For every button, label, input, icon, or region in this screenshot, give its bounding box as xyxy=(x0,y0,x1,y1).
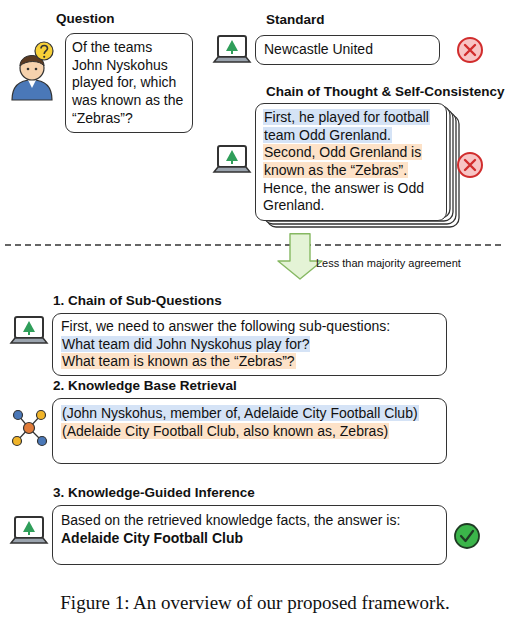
section-heading: 3. Knowledge-Guided Inference xyxy=(53,484,255,501)
body-text: Of the teams John Nyskohus played for, w… xyxy=(72,39,183,126)
text-box: 3. Knowledge-Guided InferenceBased on th… xyxy=(52,505,447,565)
body-text: Adelaide City Football Club xyxy=(61,530,243,546)
text-box: Chain of Thought & Self-ConsistencyFirst… xyxy=(255,103,447,221)
text-line: Second, Odd Grenland is known as the “Ze… xyxy=(263,144,439,179)
highlighted-text: What team is known as the “Zebras”? xyxy=(61,353,296,369)
highlighted-text: (John Nyskohus, member of, Adelaide City… xyxy=(61,405,419,421)
graph-icon xyxy=(13,411,47,446)
arrow-label: Less than majority agreement xyxy=(316,257,461,269)
laptop-icon xyxy=(11,317,47,343)
section-heading: Question xyxy=(56,10,115,27)
wrong-mark xyxy=(458,38,482,62)
text-box: 2. Knowledge Base Retrieval(John Nyskohu… xyxy=(52,398,447,464)
section-heading: Chain of Thought & Self-Consistency xyxy=(266,83,505,100)
text-line: Based on the retrieved knowledge facts, … xyxy=(61,512,438,530)
body-text: Newcastle United xyxy=(264,41,373,57)
body-text: First, we need to answer the following s… xyxy=(61,318,390,334)
person-icon xyxy=(12,42,53,100)
text-line: First, we need to answer the following s… xyxy=(61,318,438,336)
text-line: Adelaide City Football Club xyxy=(61,530,438,548)
laptop-icon xyxy=(214,146,250,172)
wrong-mark xyxy=(458,153,482,177)
text-line: Of the teams John Nyskohus played for, w… xyxy=(72,39,186,127)
laptop-icon xyxy=(11,517,47,543)
text-line: What team did John Nyskohus play for? xyxy=(61,336,438,354)
text-line: (Adelaide City Football Club, also known… xyxy=(61,423,438,441)
text-line: Hence, the answer is Odd Grenland. xyxy=(263,180,439,215)
text-line: (John Nyskohus, member of, Adelaide City… xyxy=(61,405,438,423)
highlighted-text: What team did John Nyskohus play for? xyxy=(61,336,310,352)
section-heading: 1. Chain of Sub-Questions xyxy=(53,292,222,309)
section-heading: 2. Knowledge Base Retrieval xyxy=(53,377,237,394)
block-arrow xyxy=(278,234,322,279)
text-box: 1. Chain of Sub-QuestionsFirst, we need … xyxy=(52,313,447,376)
laptop-icon xyxy=(214,36,250,62)
correct-mark xyxy=(455,524,479,548)
text-line: First, he played for football team Odd G… xyxy=(263,109,439,144)
text-box: QuestionOf the teams John Nyskohus playe… xyxy=(65,33,193,133)
section-heading: Standard xyxy=(266,11,325,28)
edge-layer xyxy=(278,234,322,279)
highlighted-text: (Adelaide City Football Club, also known… xyxy=(61,423,389,439)
highlighted-text: First, he played for football team Odd G… xyxy=(263,109,430,143)
body-text: Hence, the answer is Odd Grenland. xyxy=(263,180,424,214)
text-line: Newcastle United xyxy=(264,41,431,59)
dashed-separator xyxy=(5,244,505,246)
text-box: StandardNewcastle United xyxy=(255,35,440,65)
highlighted-text: Second, Odd Grenland is known as the “Ze… xyxy=(263,144,422,178)
body-text: Based on the retrieved knowledge facts, … xyxy=(61,512,400,528)
text-line: What team is known as the “Zebras”? xyxy=(61,353,438,371)
figure-caption: Figure 1: An overview of our proposed fr… xyxy=(0,592,510,614)
